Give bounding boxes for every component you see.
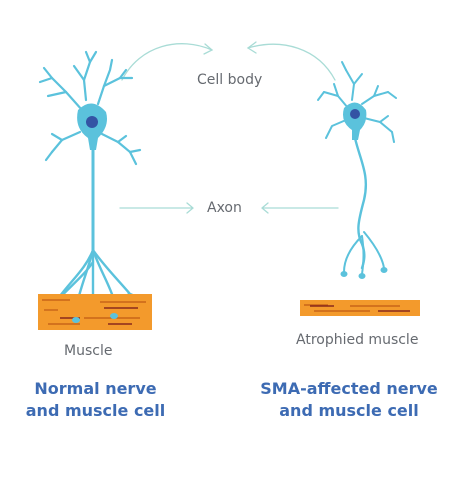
normal-neuron <box>38 50 142 310</box>
normal-nucleus <box>86 116 98 128</box>
normal-caption: Normal nerve and muscle cell <box>8 378 183 422</box>
muscle-label: Muscle <box>64 343 113 359</box>
sma-nucleus <box>350 109 360 119</box>
axon-arrows <box>119 202 339 214</box>
right-straight-arrow <box>260 202 339 214</box>
left-curved-arrow <box>121 43 213 81</box>
sma-axon <box>353 136 368 270</box>
sma-neuron <box>317 61 397 275</box>
normal-caption-line2: and muscle cell <box>25 401 166 420</box>
sma-caption: SMA-affected nerve and muscle cell <box>250 378 448 422</box>
normal-muscle <box>38 294 152 330</box>
cell-body-arrows <box>121 41 336 81</box>
sma-terminal-buttons <box>340 267 388 279</box>
atrophied-muscle-label: Atrophied muscle <box>296 332 419 348</box>
normal-caption-line1: Normal nerve <box>34 379 157 398</box>
sma-caption-line1: SMA-affected nerve <box>260 379 438 398</box>
right-curved-arrow <box>247 43 336 81</box>
sma-caption-line2: and muscle cell <box>279 401 419 420</box>
atrophied-muscle <box>300 300 420 316</box>
axon-label: Axon <box>207 200 242 216</box>
left-straight-arrow <box>119 202 195 214</box>
sma-soma <box>343 102 367 140</box>
cell-body-label: Cell body <box>197 72 263 88</box>
